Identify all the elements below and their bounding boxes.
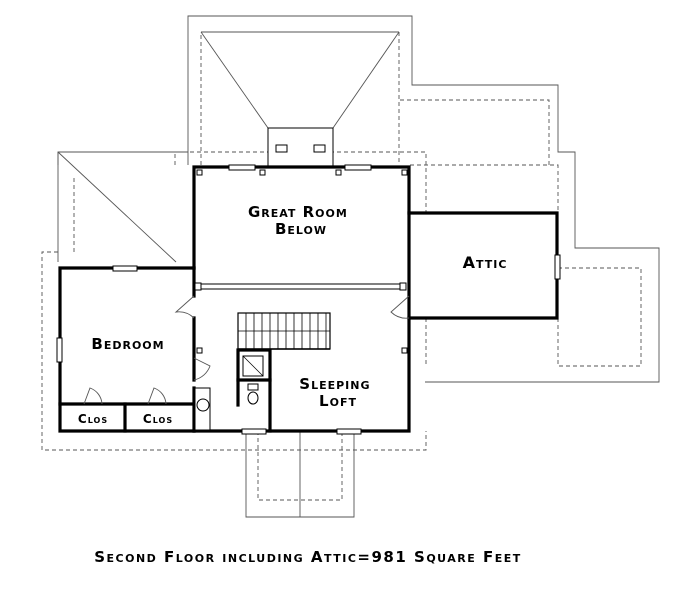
dormer	[267, 127, 334, 167]
sleeping-loft-label: Sleeping Loft	[299, 375, 376, 410]
bath-fixtures	[194, 355, 264, 431]
staircase	[237, 312, 331, 350]
closet-left-label: Clos	[78, 412, 108, 426]
loft-railing	[194, 282, 407, 291]
great-room-label: Great Room Below	[248, 203, 354, 238]
windows	[56, 164, 561, 435]
plan-caption: Second Floor including Attic=981 Square …	[94, 548, 522, 566]
bedroom-label: Bedroom	[91, 335, 164, 353]
posts	[196, 169, 408, 354]
roof-outline	[57, 15, 660, 518]
closet-right-label: Clos	[143, 412, 173, 426]
doors	[83, 295, 410, 405]
overhang-lines	[41, 32, 642, 501]
attic-label: Attic	[463, 253, 508, 272]
